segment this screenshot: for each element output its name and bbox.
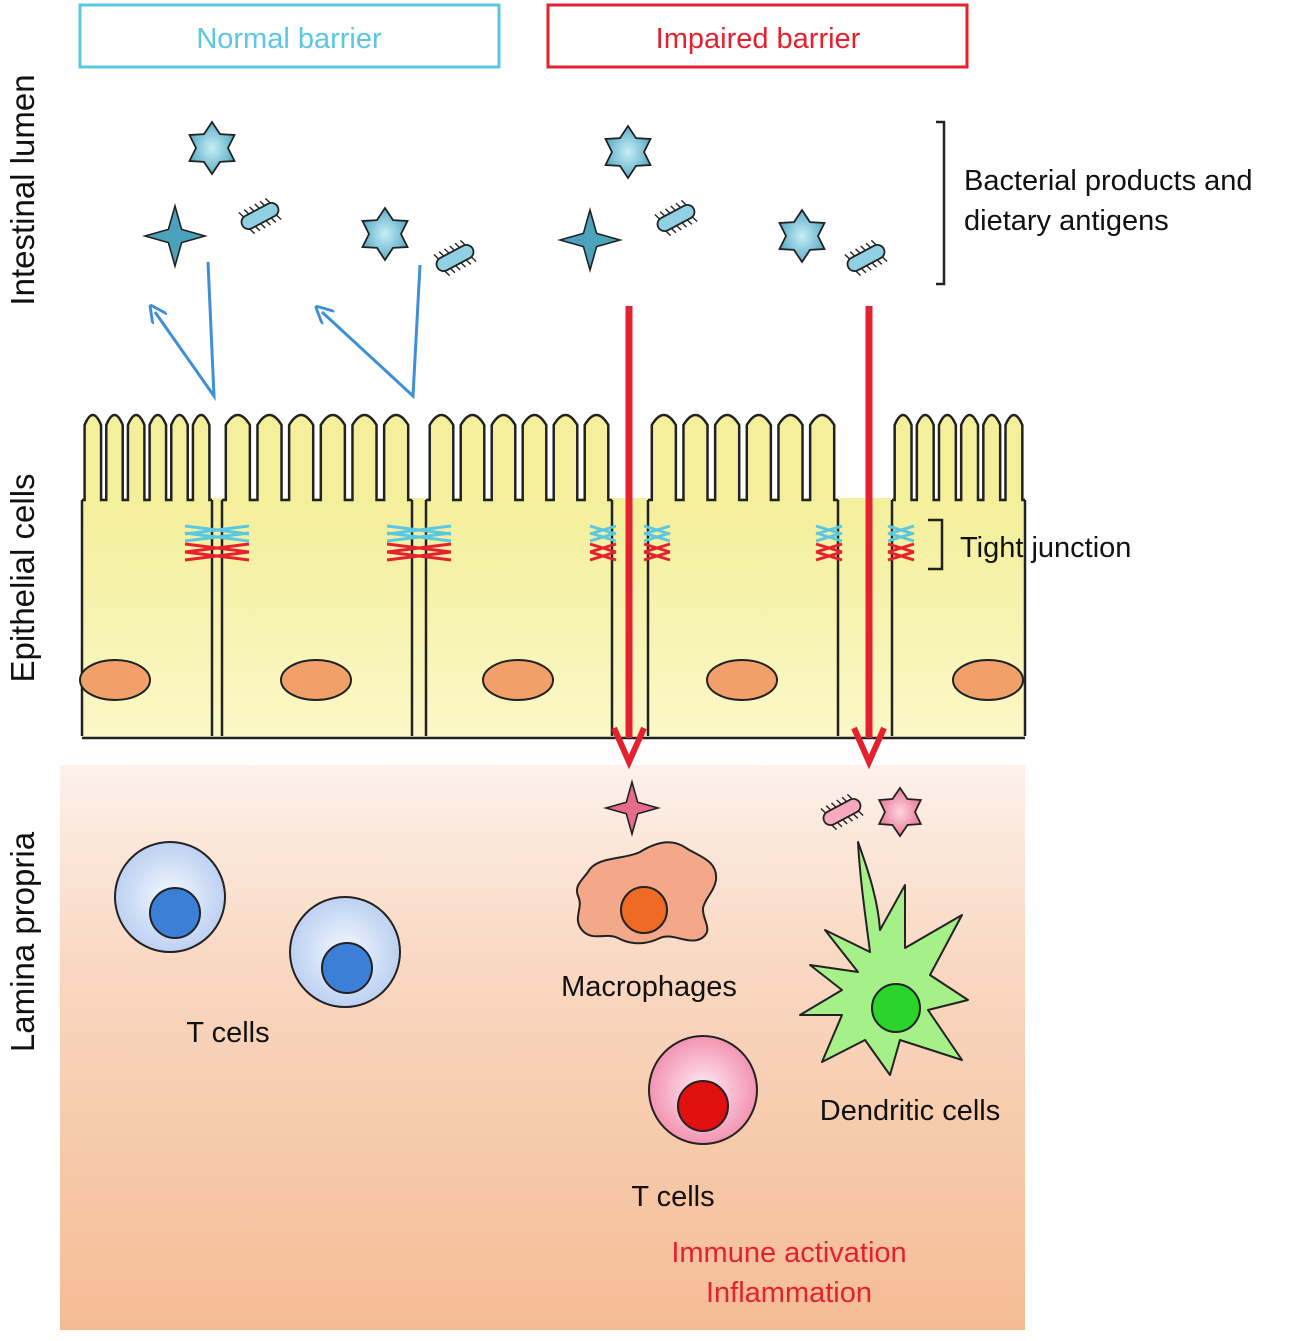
tight-junction-strand <box>643 542 671 554</box>
tight-junction-label: Tight junction <box>960 532 1131 564</box>
arrowhead <box>851 726 887 770</box>
tight-junction-strand <box>815 542 843 554</box>
t-cell-activated-icon <box>648 1035 758 1145</box>
microvillus <box>222 415 412 500</box>
tight-junction-strand <box>815 550 843 562</box>
dendritic-cell-icon <box>799 841 969 1076</box>
epithelial-layer <box>80 413 1027 740</box>
bacterium-icon <box>820 793 864 831</box>
impaired-barrier-box <box>546 3 969 69</box>
nucleus <box>79 659 151 701</box>
tight-junction-strand <box>386 531 452 543</box>
tight-junction-strand <box>643 524 671 536</box>
deflection-arrow-icon <box>155 261 216 402</box>
nucleus <box>952 659 1024 701</box>
tight-junction-strand <box>887 524 915 536</box>
region-label-epithelial-cells: Epithelial cells <box>4 473 41 682</box>
star-antigen-icon <box>188 120 236 176</box>
tight-junction-strand <box>643 550 671 562</box>
tight-junction-strand <box>887 550 915 562</box>
bacterium-icon <box>844 239 888 277</box>
bacterial-products-label-line1: Bacterial products and <box>964 165 1253 197</box>
sparkle-antigen-icon <box>557 207 623 273</box>
microvillus <box>426 413 612 502</box>
t-cells-resting <box>114 841 401 1008</box>
tight-junction-strand <box>887 531 915 543</box>
region-label-intestinal-lumen: Intestinal lumen <box>4 74 41 305</box>
region-label-lamina-propria: Lamina propria <box>4 831 41 1052</box>
tight-junction-strand <box>589 531 617 543</box>
deflection-arrows <box>155 261 422 402</box>
deflection-arrow-icon <box>322 264 422 400</box>
inflammation-label: Inflammation <box>706 1277 872 1309</box>
microvillus <box>648 415 838 500</box>
impaired-barrier-label: Impaired barrier <box>656 23 861 55</box>
bacterium-icon <box>654 199 698 237</box>
lumen-antigens <box>142 120 888 277</box>
microvillus <box>222 413 412 502</box>
tight-junction-strand <box>386 550 452 562</box>
tight-junction-strand <box>887 542 915 554</box>
tight-junction-strand <box>589 550 617 562</box>
microvillus <box>892 415 1025 500</box>
normal-barrier-label: Normal barrier <box>196 23 382 55</box>
nucleus <box>280 659 352 701</box>
epithelial-nuclei <box>79 659 1024 701</box>
nucleus <box>482 659 554 701</box>
sparkle-antigen-icon <box>142 203 208 269</box>
tight-junction-bracket-icon <box>928 518 944 571</box>
microvillus <box>426 415 612 500</box>
nucleus <box>706 659 778 701</box>
tight-junction-strand <box>589 524 617 536</box>
tight-junction-strand <box>589 542 617 554</box>
tight-junction-strand <box>815 524 843 536</box>
normal-barrier-box <box>78 3 501 69</box>
t-cells-left-label: T cells <box>186 1017 269 1049</box>
tight-junctions <box>184 524 915 562</box>
t-cell-icon <box>289 896 401 1008</box>
t-cells-right-label: T cells <box>631 1181 714 1213</box>
bacterium-icon <box>433 239 477 277</box>
tight-junction-strand <box>815 531 843 543</box>
star-antigen-icon <box>361 206 409 262</box>
t-cell-icon <box>114 841 226 953</box>
microvillus <box>82 415 212 500</box>
bacterial-products-label-line2: dietary antigens <box>964 205 1169 237</box>
tight-junction-strand <box>386 542 452 554</box>
sparkle-antigen-icon <box>603 779 661 837</box>
star-antigen-icon <box>778 208 826 264</box>
dendritic-cells-label: Dendritic cells <box>820 1095 1001 1127</box>
macrophage-icon <box>576 841 718 945</box>
immune-activation-label: Immune activation <box>671 1237 906 1269</box>
tight-junction-strand <box>184 524 250 536</box>
tight-junction-strand <box>184 550 250 562</box>
bacterium-icon <box>238 197 282 235</box>
bacterial-products-bracket-icon <box>936 120 946 286</box>
tight-junction-strand <box>184 531 250 543</box>
microvillus <box>82 413 212 502</box>
microvillus <box>892 413 1025 502</box>
tight-junction-strand <box>643 531 671 543</box>
star-antigen-icon <box>604 124 652 180</box>
penetration-arrows <box>611 306 887 770</box>
tight-junction-strand <box>386 524 452 536</box>
star-antigen-icon <box>877 786 923 838</box>
microvillus <box>648 413 838 502</box>
macrophages-label: Macrophages <box>561 971 737 1003</box>
tight-junction-strand <box>184 542 250 554</box>
penetrated-antigens <box>603 779 923 838</box>
arrowhead <box>611 726 647 770</box>
